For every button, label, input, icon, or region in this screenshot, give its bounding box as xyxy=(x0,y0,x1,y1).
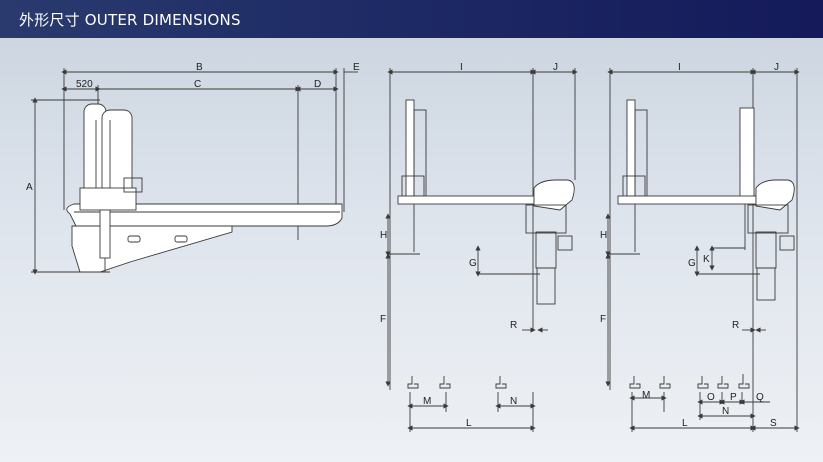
dimension-drawing: B E 520 C D A I J H G F R M N L I J H xyxy=(26,62,800,432)
label-B: B xyxy=(196,62,203,73)
label-J-1: J xyxy=(553,62,558,73)
label-E: E xyxy=(353,62,360,73)
label-M-2: M xyxy=(642,390,650,401)
label-I-2: I xyxy=(678,62,681,73)
label-M-1: M xyxy=(423,396,431,407)
label-R-2: R xyxy=(732,320,739,331)
label-H-2: H xyxy=(600,230,607,241)
label-F-1: F xyxy=(380,314,386,325)
label-Q-2: Q xyxy=(756,392,764,403)
front-view-2 xyxy=(605,68,800,432)
label-L-1: L xyxy=(466,418,472,429)
label-J-2: J xyxy=(774,62,779,73)
header-bar: 外形尺寸 OUTER DIMENSIONS xyxy=(0,0,823,38)
drawing-canvas: B E 520 C D A I J H G F R M N L I J H xyxy=(0,38,823,462)
label-C: C xyxy=(194,79,201,90)
label-G-1: G xyxy=(469,258,477,269)
label-N-2: N xyxy=(722,406,729,417)
label-R-1: R xyxy=(510,320,517,331)
header-title: 外形尺寸 OUTER DIMENSIONS xyxy=(19,11,241,29)
label-D: D xyxy=(314,79,321,90)
label-L-2: L xyxy=(682,418,688,429)
label-520: 520 xyxy=(76,79,93,90)
label-O-2: O xyxy=(707,392,715,403)
label-A: A xyxy=(26,182,33,193)
dimension-labels: B E 520 C D A I J H G F R M N L I J H xyxy=(26,62,779,429)
label-S-2: S xyxy=(770,418,777,429)
front-view-1 xyxy=(385,68,578,432)
side-view xyxy=(31,68,358,275)
label-H-1: H xyxy=(380,230,387,241)
label-G-2: G xyxy=(688,258,696,269)
label-K-2: K xyxy=(703,254,710,265)
label-I-1: I xyxy=(460,62,463,73)
label-N-1: N xyxy=(510,396,517,407)
label-P-2: P xyxy=(730,392,737,403)
label-F-2: F xyxy=(600,314,606,325)
